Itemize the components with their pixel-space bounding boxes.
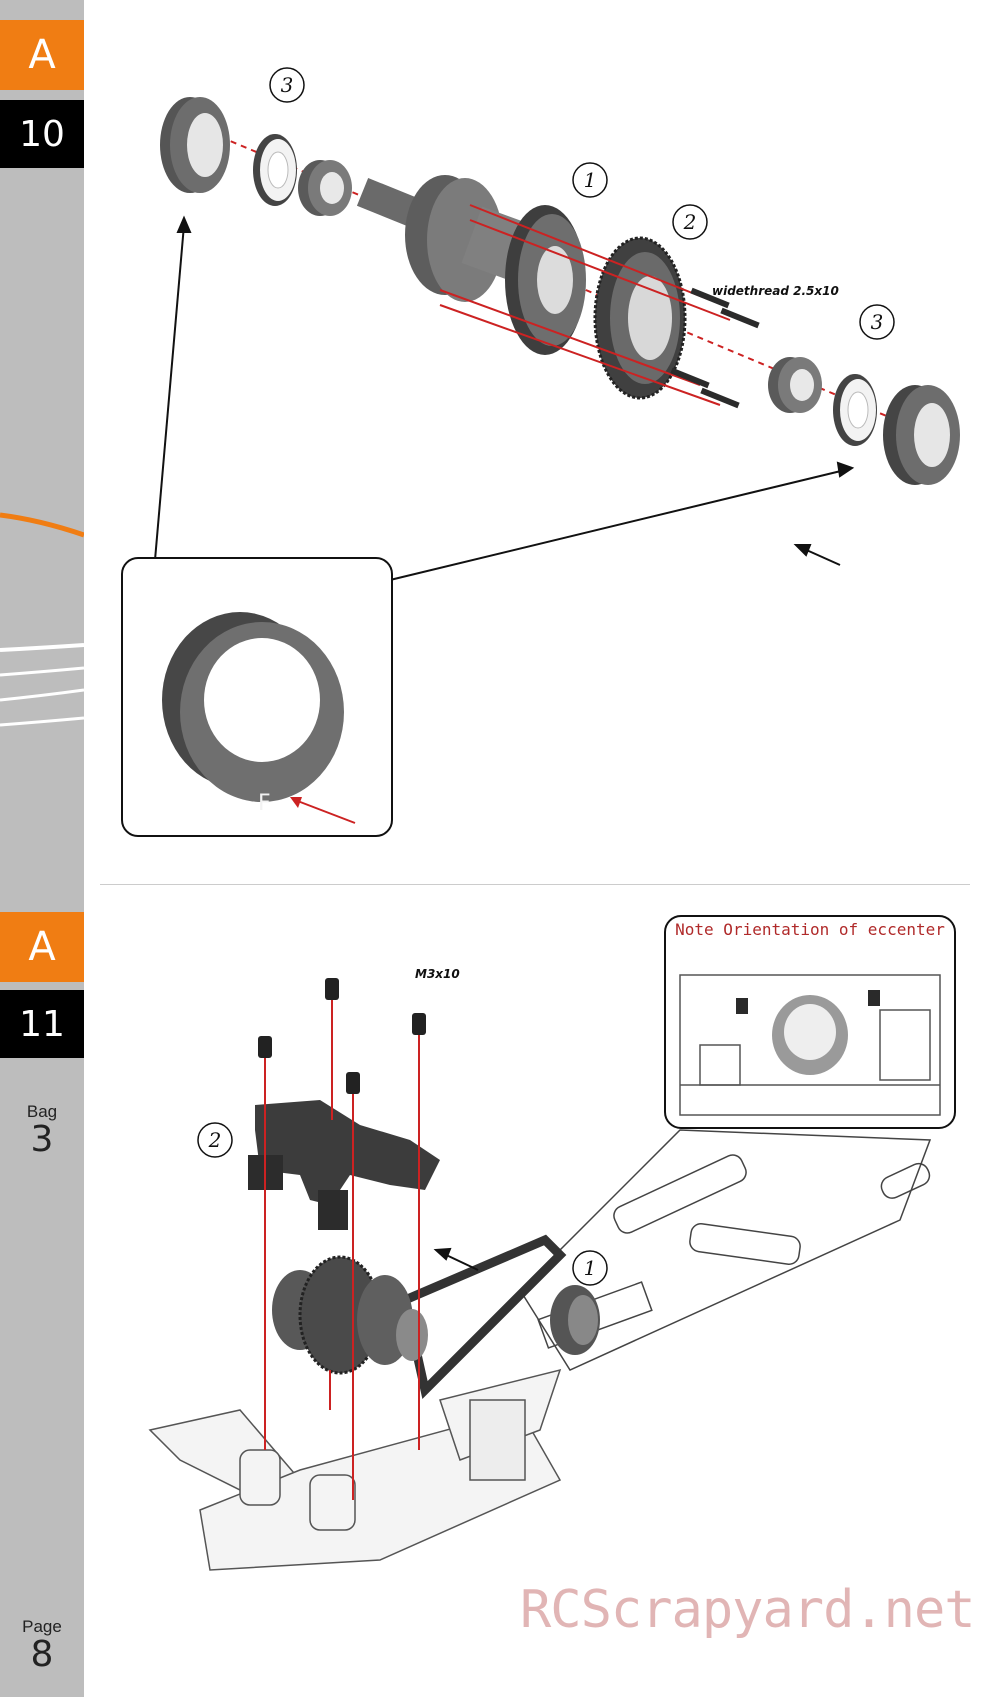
step-number-10: 10 xyxy=(0,100,84,168)
pulley-flange xyxy=(505,205,586,355)
step10-exploded-diagram: 3 1 2 3 widethread 2.5x10 F xyxy=(121,67,960,837)
bag-number: 3 xyxy=(30,1119,54,1160)
right-spacer xyxy=(768,357,822,413)
screws-2.5x10 xyxy=(670,287,760,409)
callout-step10-2-text: 2 xyxy=(683,210,697,234)
callout-step10-3-left-text: 3 xyxy=(281,73,294,97)
screw-guide-lines-step11 xyxy=(264,1000,420,1500)
inset-detail-box: F xyxy=(121,557,393,837)
page-number: 8 xyxy=(30,1634,54,1675)
watermark-text: RCScrapyard.net xyxy=(520,1580,976,1640)
diff-assembly xyxy=(272,1255,428,1375)
callout-step10-1: 1 xyxy=(572,162,608,198)
bag-label-text: Bag xyxy=(26,1102,58,1121)
page-label: Page 8 xyxy=(0,1618,84,1674)
note-title: Note Orientation of eccenter xyxy=(675,920,945,939)
screw-label-widethread: widethread 2.5x10 xyxy=(712,284,839,298)
step-number-11: 11 xyxy=(0,990,84,1058)
page-label-text: Page xyxy=(22,1617,62,1636)
drive-belt xyxy=(399,1234,567,1399)
callout-step10-1-text: 1 xyxy=(584,168,597,192)
callout-step10-3-right: 3 xyxy=(859,304,895,340)
m3x10-screws xyxy=(258,978,426,1094)
section-letter-a10: A xyxy=(0,20,84,90)
callout-step10-3-right-text: 3 xyxy=(871,310,884,334)
rear-pulley xyxy=(550,1285,600,1355)
right-bearing-holder xyxy=(883,385,960,485)
left-bearing-holder xyxy=(160,97,230,193)
pointer-arrows xyxy=(154,215,855,581)
section-divider xyxy=(100,884,970,885)
diff-mount-bulkhead xyxy=(248,1100,440,1230)
sidebar-swoosh-decoration xyxy=(0,512,84,727)
left-bearing xyxy=(253,134,297,206)
callout-step11-2: 2 xyxy=(197,1122,233,1158)
pulley-gear xyxy=(593,236,687,400)
left-spacer xyxy=(298,160,352,216)
eccenter-note-box: Note Orientation of eccenter xyxy=(664,915,956,1129)
screw-label-m3x10: M3x10 xyxy=(415,967,460,981)
callout-step11-1: 1 xyxy=(572,1250,608,1286)
diff-body xyxy=(356,175,539,302)
screw-guide-lines xyxy=(439,204,731,406)
belt-pointer-arrow xyxy=(433,1247,479,1271)
callout-step11-2-text: 2 xyxy=(208,1128,222,1152)
chassis-plate xyxy=(519,1129,932,1371)
rear-suspension-assembly xyxy=(148,1368,562,1571)
sidebar xyxy=(0,0,84,1697)
right-bearing xyxy=(833,374,877,446)
callout-step10-2: 2 xyxy=(672,204,708,240)
callout-step10-3-left: 3 xyxy=(269,67,305,103)
inset-f-mark: F xyxy=(258,791,271,816)
section-letter-a11: A xyxy=(0,912,84,982)
bag-label: Bag 3 xyxy=(0,1103,84,1159)
callout-step11-1-text: 1 xyxy=(584,1256,597,1280)
